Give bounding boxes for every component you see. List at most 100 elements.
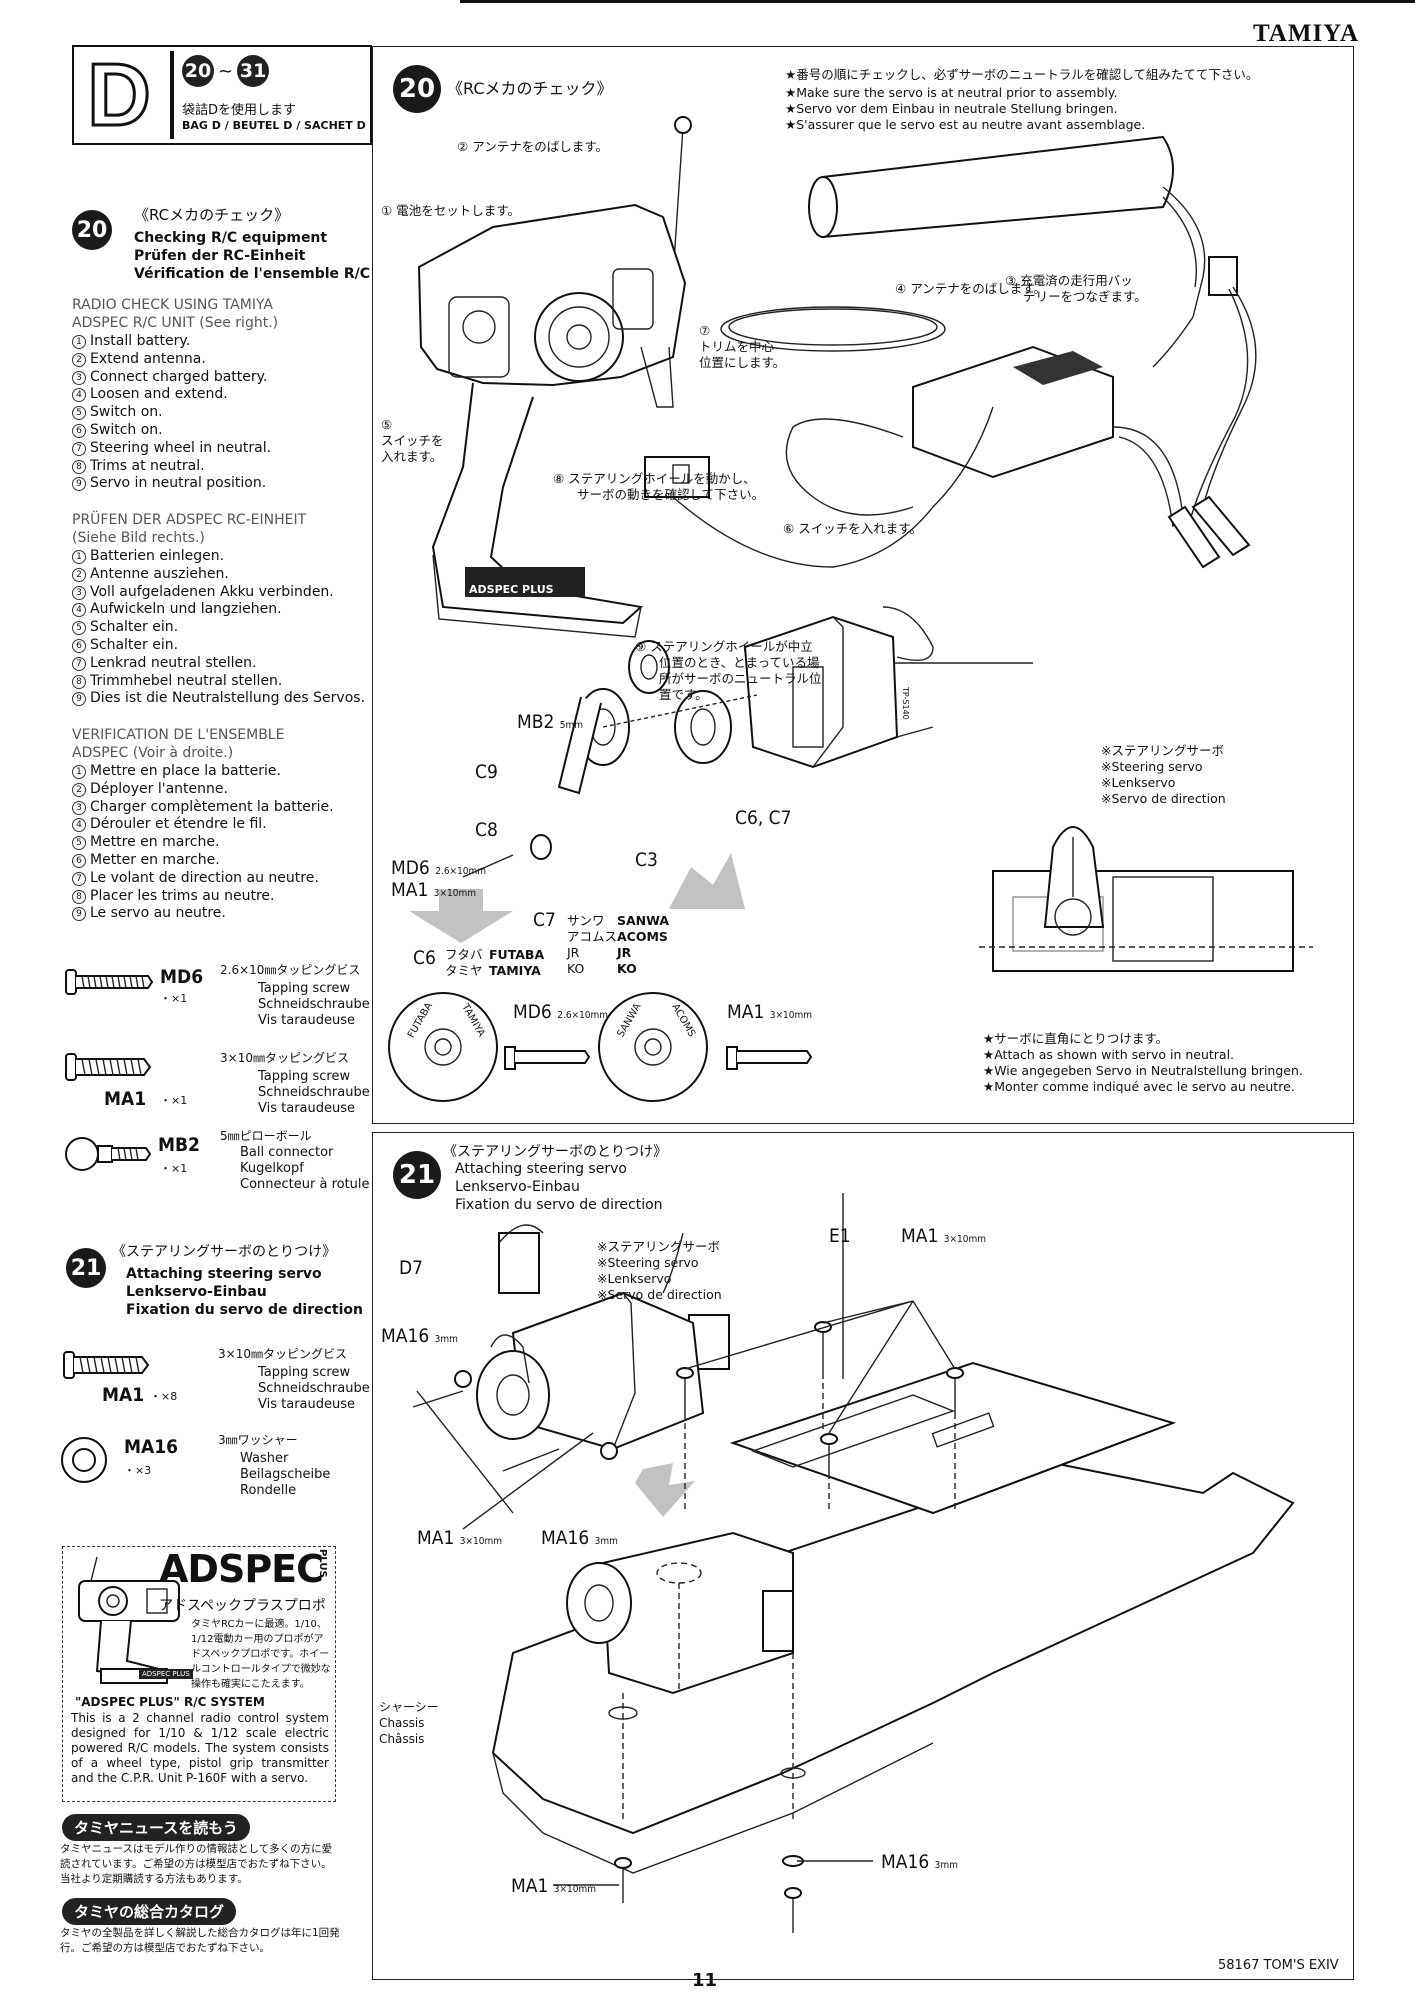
fr-head2: ADSPEC (Voir à droite.) — [72, 745, 234, 761]
rc-equipment-illustration — [388, 116, 1313, 1102]
part-qty: ・×1 — [160, 992, 188, 1005]
horn-note-fr: ★Monter comme indiqué avec le servo au n… — [983, 1079, 1295, 1094]
callout-8-wheel: ⑧ ステアリングホイールを動かし、 — [553, 471, 756, 486]
range-sep: ~ — [218, 60, 234, 82]
part-en: Tapping screw — [258, 1365, 351, 1380]
part-fr: Connecteur à rotule — [240, 1177, 370, 1192]
label-md6: MD6 2.6×10mm — [391, 857, 487, 879]
part-de: Beilagscheibe — [240, 1467, 331, 1482]
callout-3-battery: ③ 充電済の走行用バッ — [1005, 273, 1133, 288]
step21-main-title-fr: Fixation du servo de direction — [455, 1197, 663, 1213]
part-fr: Vis taraudeuse — [258, 1101, 355, 1116]
adspec-jp-desc: タミヤRCカーに最適。1/10、1/12電動カー用のプロポがアドスペックプロポで… — [191, 1619, 331, 1690]
step-range: 20 ~ 31 — [182, 55, 270, 87]
step20-panel: 20 《RCメカのチェック》 ★番号の順にチェックし、必ずサーボのニュートラルを… — [372, 46, 1354, 1124]
label-ma16: MA16 3mm — [381, 1325, 458, 1347]
catalog-pill: タミヤの総合カタログ — [62, 1898, 237, 1925]
adspec-en-desc: This is a 2 channel radio control system… — [71, 1711, 329, 1785]
tapping-screw-icon — [63, 1351, 150, 1379]
label-d7: D7 — [399, 1257, 424, 1279]
servo21-jp: ※ステアリングサーボ — [597, 1239, 720, 1254]
catalog-text: タミヤの全製品を詳しく解説した総合カタログは年に1回発行。ご希望の方は模型店でお… — [60, 1927, 340, 1954]
horn-note-jp: ★サーボに直角にとりつけます。 — [983, 1031, 1169, 1046]
part-jp: 5㎜ピローボール — [220, 1129, 312, 1143]
header-divider — [170, 51, 174, 139]
note-de: ★Servo vor dem Einbau in neutrale Stellu… — [785, 101, 1118, 116]
step21-main-badge: 21 — [393, 1151, 441, 1199]
step20-title-de: Prüfen der RC-Einheit — [134, 248, 306, 264]
part-fr: Vis taraudeuse — [258, 1013, 355, 1028]
adspec-jp-name: アドスペックプラスプロポ — [159, 1598, 326, 1614]
step21-title-de: Lenkservo-Einbau — [126, 1284, 267, 1300]
part-jp: 3×10㎜タッピングビス — [218, 1347, 347, 1361]
label-c3: C3 — [635, 849, 658, 871]
tapping-screw-icon — [65, 1053, 152, 1081]
product-code: 58167 TOM'S EXIV — [1218, 1958, 1339, 1973]
step21-main-title-de: Lenkservo-Einbau — [455, 1179, 580, 1195]
de-head1: PRÜFEN DER ADSPEC RC-EINHEIT — [72, 512, 307, 528]
label-ma16-bottom: MA16 3mm — [881, 1851, 958, 1873]
callout-3-battery-b: テリーをつなぎます。 — [1023, 289, 1147, 304]
c7-row: KO — [567, 961, 585, 976]
tapping-screw-icon — [65, 969, 154, 995]
part-code: MD6 — [160, 966, 204, 988]
label-ma1-bottom: MA1 3×10mm — [511, 1875, 597, 1897]
c6-row: FUTABA — [489, 947, 545, 962]
chassis-en: Chassis — [379, 1716, 425, 1730]
part-code: MB2 — [158, 1134, 200, 1156]
step20-badge: 20 — [72, 210, 112, 250]
label-ma1: MA1 3×10mm — [391, 879, 477, 901]
step21-main-title-jp: 《ステアリングサーボのとりつけ》 — [443, 1144, 668, 1160]
c7-code: C7 — [533, 909, 556, 931]
callout-9-neutral-b: 位置のとき、とまっている場 — [659, 655, 820, 670]
part-en: Washer — [240, 1451, 289, 1466]
horn-note-de: ★Wie angegeben Servo in Neutralstellung … — [983, 1063, 1303, 1078]
c7-row: サンワ — [567, 913, 605, 928]
bag-label: BAG D / BEUTEL D / SACHET D — [182, 119, 366, 132]
servo-jp: ※ステアリングサーボ — [1101, 743, 1224, 758]
servo21-en: ※Steering servo — [597, 1255, 699, 1270]
chassis-jp: シャーシー — [379, 1700, 439, 1714]
callout-1-battery: ① 電池をセットします。 — [381, 203, 520, 218]
step21-title-jp: 《ステアリングサーボのとりつけ》 — [112, 1244, 337, 1260]
part-fr: Rondelle — [240, 1483, 297, 1498]
c6-row: タミヤ — [445, 963, 483, 978]
adspec-en-title: "ADSPEC PLUS" R/C SYSTEM — [75, 1695, 265, 1709]
servo-model-label: TP-S140 — [901, 687, 910, 720]
transmitter-illustration — [78, 1556, 180, 1684]
servo21-fr: ※Servo de direction — [597, 1287, 722, 1302]
bag-header: D 20 ~ 31 袋詰Dを使用します BAG D / BEUTEL D / S… — [72, 44, 372, 146]
bag-jp: 袋詰Dを使用します — [182, 103, 297, 118]
part-fr: Vis taraudeuse — [258, 1397, 355, 1412]
part-qty: ・×1 — [160, 1094, 188, 1107]
step21-title-fr: Fixation du servo de direction — [126, 1302, 363, 1318]
part-qty: ・×8 — [150, 1390, 178, 1403]
part-qty: ・×3 — [124, 1464, 152, 1477]
en-head2: ADSPEC R/C UNIT (See right.) — [72, 315, 279, 331]
page-number: 11 — [692, 1970, 718, 1991]
part-qty: ・×1 — [160, 1162, 188, 1175]
label-c8: C8 — [475, 819, 498, 841]
label-ma1-21: MA1 3×10mm — [417, 1527, 503, 1549]
chassis-fr: Châssis — [379, 1732, 425, 1746]
horn-note-en: ★Attach as shown with servo in neutral. — [983, 1047, 1235, 1062]
label-mb2: MB2 5mm — [517, 711, 584, 733]
step21-panel: 21 《ステアリングサーボのとりつけ》 Attaching steering s… — [372, 1132, 1354, 1980]
part-en: Tapping screw — [258, 981, 351, 996]
washer-icon — [61, 1437, 107, 1483]
